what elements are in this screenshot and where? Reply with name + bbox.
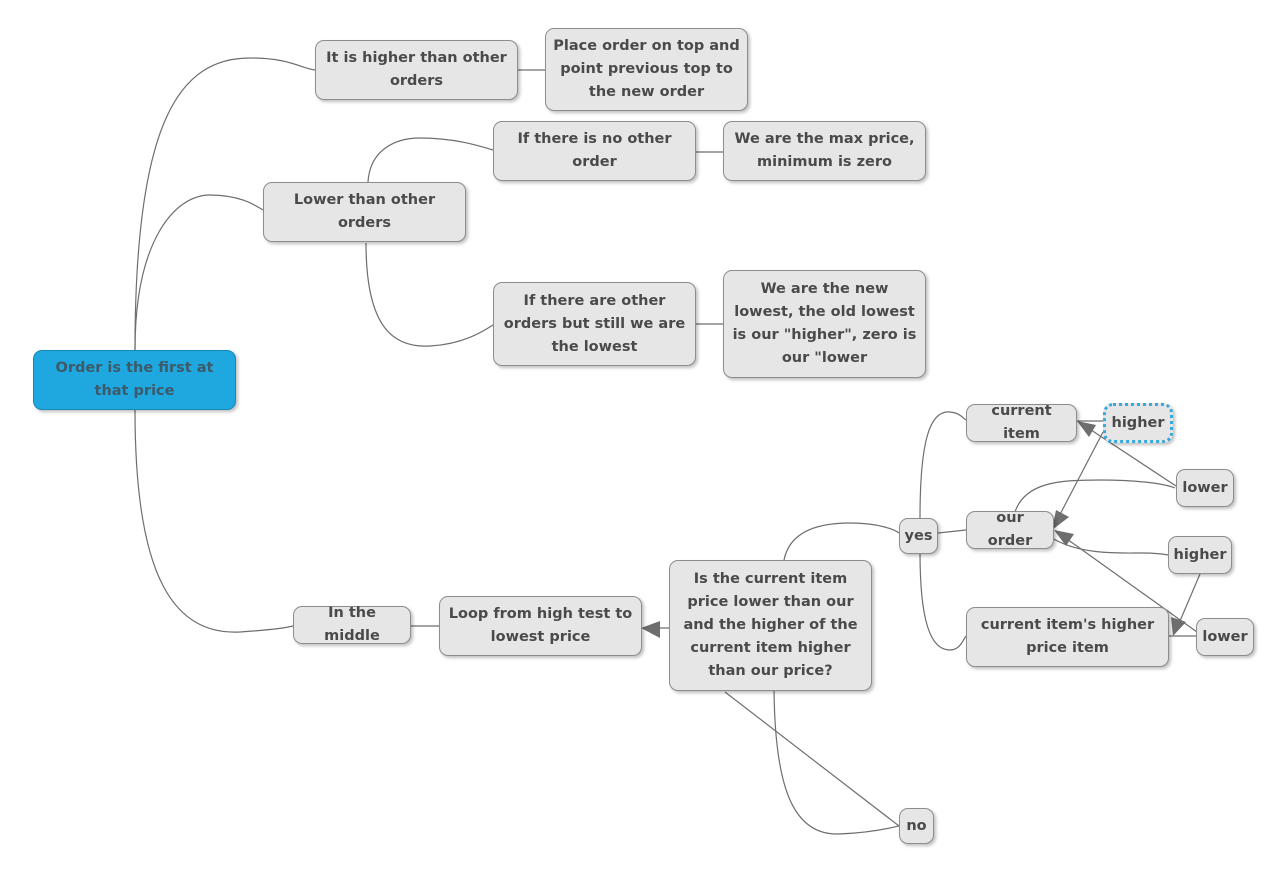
connector-root-lower bbox=[134, 194, 264, 351]
arrowhead-loop bbox=[641, 621, 660, 638]
arrow-higher1-our bbox=[1054, 431, 1104, 525]
node-in-the-middle[interactable]: In the middle bbox=[293, 605, 411, 644]
arrowhead-our-1 bbox=[1052, 510, 1069, 530]
arrow-higher2-currenthigher bbox=[1176, 573, 1201, 629]
connector-yes-current bbox=[919, 411, 967, 519]
arrowhead-current bbox=[1077, 421, 1096, 437]
node-higher-2[interactable]: higher bbox=[1168, 536, 1232, 574]
arrowhead-currenthigher bbox=[1171, 617, 1186, 636]
node-no-other-order[interactable]: If there is no other order bbox=[493, 121, 696, 181]
node-higher-than-others[interactable]: It is higher than other orders bbox=[315, 40, 518, 100]
arrowhead-our-2 bbox=[1054, 530, 1074, 546]
node-higher-selected[interactable]: higher bbox=[1103, 403, 1173, 443]
node-question[interactable]: Is the current item price lower than our… bbox=[669, 560, 872, 691]
connector-root-middle bbox=[134, 409, 294, 633]
arrow-lower1-current bbox=[1081, 423, 1177, 487]
connector-lower-noother bbox=[367, 137, 494, 183]
connector-question-no bbox=[773, 689, 900, 835]
node-no[interactable]: no bbox=[899, 808, 934, 844]
node-max-price[interactable]: We are the max price, minimum is zero bbox=[723, 121, 926, 181]
node-lower-1[interactable]: lower bbox=[1176, 469, 1234, 507]
connector-our-lower bbox=[1014, 479, 1176, 513]
node-lower-than-others[interactable]: Lower than other orders bbox=[263, 182, 466, 242]
root-node[interactable]: Order is the first at that price bbox=[33, 350, 236, 410]
node-place-on-top[interactable]: Place order on top and point previous to… bbox=[545, 28, 748, 111]
arrow-no-question bbox=[724, 691, 900, 827]
connector-our-higher bbox=[1051, 537, 1169, 556]
node-current-item[interactable]: current item bbox=[966, 403, 1077, 442]
node-new-lowest[interactable]: We are the new lowest, the old lowest is… bbox=[723, 270, 926, 378]
arrow-lower2-our bbox=[1059, 533, 1198, 633]
node-yes[interactable]: yes bbox=[899, 518, 938, 554]
connector-root-higher bbox=[134, 57, 316, 351]
node-our-order[interactable]: our order bbox=[966, 510, 1054, 549]
connector-yes-our bbox=[937, 529, 967, 534]
node-loop[interactable]: Loop from high test to lowest price bbox=[439, 596, 642, 656]
connector-lower-others bbox=[365, 242, 494, 347]
node-lower-2[interactable]: lower bbox=[1196, 618, 1254, 656]
connector-question-yes bbox=[783, 522, 900, 561]
node-other-orders-lowest[interactable]: If there are other orders but still we a… bbox=[493, 282, 696, 366]
node-current-higher-item[interactable]: current item's higher price item bbox=[966, 607, 1169, 667]
connector-yes-currenthigher bbox=[919, 551, 967, 651]
